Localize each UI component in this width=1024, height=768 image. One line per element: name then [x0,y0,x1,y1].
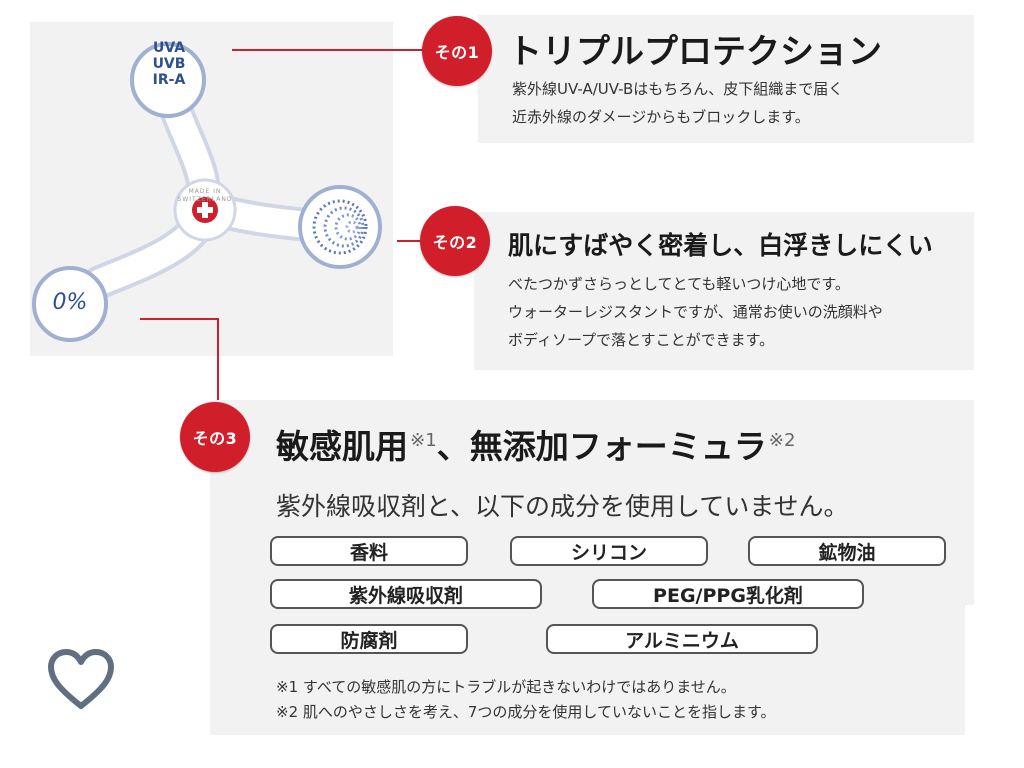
feature-2-desc-line-2: ウォーターレジスタントですが、通常お使いの洗顔料や [508,303,883,321]
illustration-panel: UVA UVB IR-A MADE IN SWITZERLAND 0% [30,22,393,356]
ingredient-mineral-oil: 鉱物油 [748,536,946,566]
feature-1-badge: その1 [422,16,492,86]
ingredient-uv-absorber: 紫外線吸収剤 [270,579,542,609]
feature-1-title: トリプルプロテクション [508,32,882,72]
feature-3-subtitle: 紫外線吸収剤と、以下の成分を使用していません。 [276,492,849,521]
dot-circle [298,185,382,269]
zero-percent-label: 0% [52,290,88,315]
uv-circle [130,42,206,118]
footnote-1: ※1 すべての敏感肌の方にトラブルが起きないわけではありません。 [276,678,736,696]
footnote-2: ※2 肌へのやさしさを考え、7つの成分を使用していないことを指します。 [276,703,776,721]
swiss-cross-icon [192,197,218,223]
feature-3-panel [210,400,974,605]
heart-icon [48,649,114,709]
feature-3-badge: その3 [180,402,250,472]
feature-2-desc-line-3: ボディソープで落とすことができます。 [508,331,775,349]
uva-label: UVA [152,40,186,56]
connector-line-3a [140,318,218,320]
uvb-label: UVB [152,56,186,72]
feature-3-title-part-a: 敏感肌用 [276,427,408,466]
ingredient-silicone: シリコン [510,536,708,566]
feature-2-desc-line-1: べたつかずさらっとしてとても軽いつけ心地です。 [508,275,850,293]
feature-3-title-part-b: 、無添加フォーミュラ [436,427,767,466]
favorite-button[interactable] [46,648,116,712]
feature-3-sup-b: ※2 [768,430,796,451]
connector-line-2 [397,240,425,242]
ingredient-fragrance: 香料 [270,536,468,566]
connector-line-1 [232,49,430,51]
feature-3-sup-a: ※1 [410,430,437,451]
feature-1-desc-line-2: 近赤外線のダメージからもブロックします。 [512,108,810,126]
feature-2-panel [474,212,974,370]
dot-pattern-icon [312,199,368,255]
ingredient-preservative: 防腐剤 [270,624,468,654]
tri-spinner-illustration [32,42,382,342]
ira-label: IR-A [152,72,186,88]
feature-1-desc-line-1: 紫外線UV-A/UV-Bはもちろん、皮下組織まで届く [512,80,844,98]
feature-2-badge: その2 [420,206,490,276]
ingredient-peg-ppg: PEG/PPG乳化剤 [592,579,864,609]
connector-line-3b [217,318,219,408]
ingredient-aluminum: アルミニウム [546,624,818,654]
swiss-label: MADE IN SWITZERLAND [177,188,233,203]
feature-3-title: 敏感肌用※1、無添加フォーミュラ※2 [276,420,796,468]
feature-2-title: 肌にすばやく密着し、白浮きしにくい [508,231,933,260]
uv-label-list: UVA UVB IR-A [148,40,190,88]
zero-circle [32,266,108,342]
feature-1-panel [478,15,974,143]
